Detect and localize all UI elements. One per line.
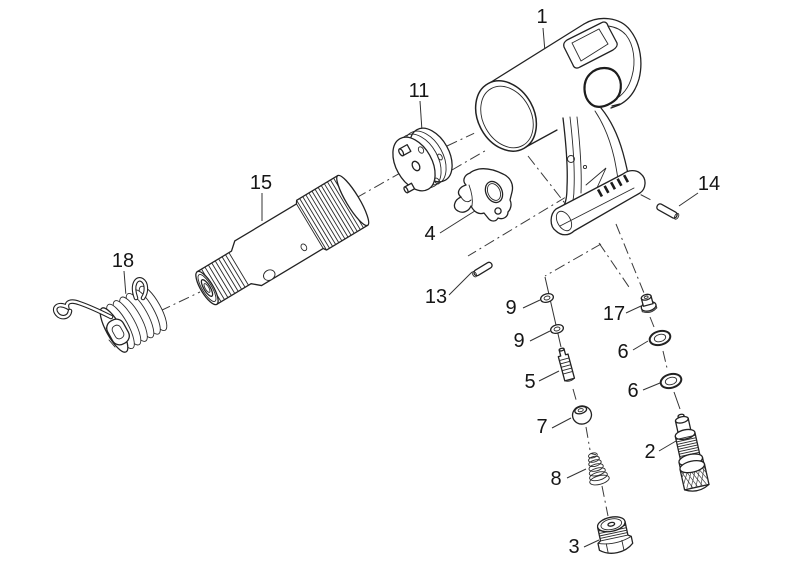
callout-6b: 6 — [627, 380, 638, 402]
callout-9b: 9 — [513, 330, 524, 352]
cylinder-bore-opening — [474, 80, 538, 152]
trigger-pin-hole — [567, 155, 575, 163]
callout-2: 2 — [644, 441, 655, 463]
part-17-cap-nut — [640, 293, 658, 314]
callout-4: 4 — [424, 223, 435, 245]
body-top-plate — [562, 21, 618, 69]
callout-15: 15 — [250, 172, 272, 194]
callout-13: 13 — [425, 286, 447, 308]
part-7-valve-seat — [571, 405, 593, 425]
callout-14: 14 — [698, 173, 720, 195]
part-2-air-inlet — [674, 413, 710, 492]
callout-18: 18 — [112, 250, 134, 272]
grip-serrations — [596, 174, 630, 198]
part-9-washer-b — [549, 323, 565, 335]
part-9-washer-a — [539, 292, 555, 304]
part-3-retainer-plug — [596, 516, 634, 554]
part-14-pin — [656, 203, 680, 220]
part-6-washer-b — [659, 372, 683, 390]
part-5-valve-stem — [557, 347, 576, 382]
callout-8: 8 — [550, 468, 561, 490]
callout-5: 5 — [524, 371, 535, 393]
part-18-retainer-spring — [52, 277, 168, 353]
callout-7: 7 — [536, 416, 547, 438]
callout-9a: 9 — [505, 297, 516, 319]
callout-17: 17 — [603, 303, 625, 325]
part-13-pin — [471, 261, 493, 278]
part-11-valve-disc — [392, 127, 453, 194]
part-4-throttle-lever — [453, 168, 514, 222]
leader-lines — [123, 27, 699, 548]
part-1-body — [472, 16, 646, 236]
callout-11: 11 — [409, 80, 430, 102]
part-6-washer-a — [648, 329, 672, 347]
callout-labels: 1 11 15 18 4 13 14 9 9 5 7 8 3 17 6 6 2 — [112, 6, 720, 558]
callout-1: 1 — [536, 6, 547, 28]
body-side-opening — [583, 66, 622, 108]
callout-3: 3 — [568, 536, 579, 558]
callout-6a: 6 — [617, 341, 628, 363]
part-8-conical-spring — [588, 452, 610, 486]
part-15-barrel — [195, 174, 370, 306]
